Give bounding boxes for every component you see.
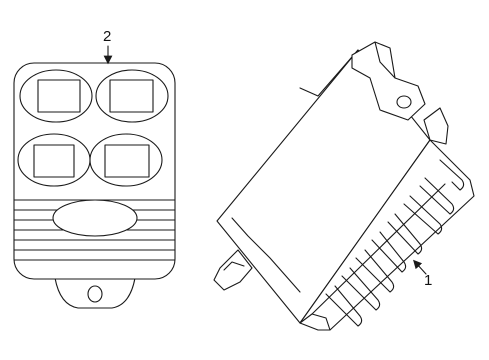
receiver-module [213, 41, 475, 331]
module-mount-hole [396, 95, 412, 109]
remote-button-bottom-right [89, 133, 163, 187]
remote-transmitter [13, 62, 176, 309]
module-foot-lower [299, 313, 331, 331]
remote-button-top-right [95, 69, 169, 123]
remote-keyring-tab [54, 277, 136, 309]
keyring-hole [87, 285, 103, 303]
callout-label-2: 2 [103, 28, 112, 45]
module-mount-ear-lower [213, 249, 253, 291]
remote-button-top-left [19, 69, 93, 123]
remote-body [13, 62, 176, 280]
module-mount-bracket-upper [351, 41, 426, 121]
callout-1-leader [413, 259, 427, 275]
remote-panic-button [52, 199, 138, 237]
callout-label-1: 1 [424, 272, 433, 289]
module-side-tab [423, 107, 449, 145]
module-connector-ribs [325, 159, 465, 327]
